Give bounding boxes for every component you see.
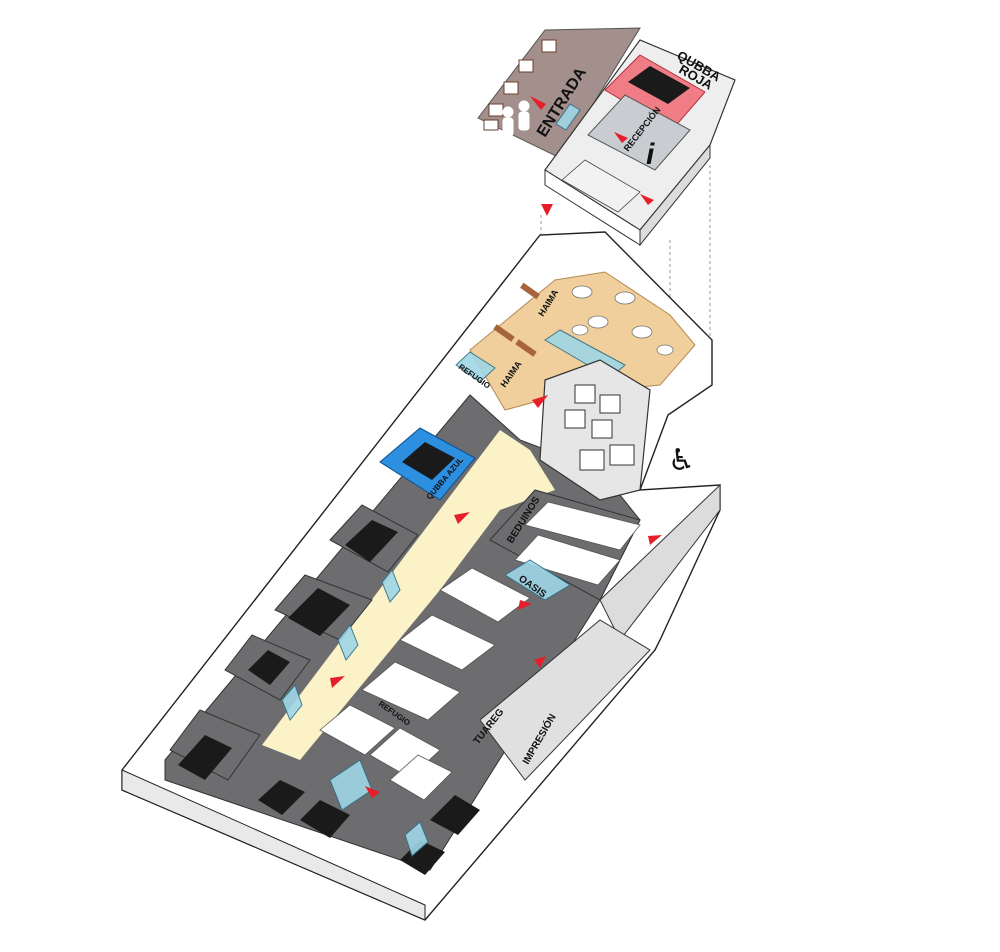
desk-1 [345, 520, 398, 562]
glass-2 [337, 624, 359, 661]
desk-8 [430, 795, 480, 835]
arrow-reception [614, 132, 628, 143]
oasis-room [504, 559, 571, 601]
desk-3 [248, 650, 290, 685]
pedestrians-icon [502, 100, 530, 137]
arrow-2 [454, 512, 470, 524]
glass-1 [381, 569, 401, 603]
haima-benches [493, 282, 540, 357]
desk-2 [288, 588, 350, 636]
info-icon: i [646, 138, 655, 171]
arrow-3 [518, 600, 532, 610]
arrow-4 [534, 656, 546, 668]
haima-lounge [469, 271, 696, 411]
beduinos-desks [514, 501, 641, 586]
reception-area [587, 94, 691, 171]
haima-tables [571, 285, 674, 356]
glass-3 [281, 684, 303, 721]
arrow-7 [365, 786, 380, 798]
arrow-entrance [530, 96, 546, 110]
left-offices [169, 504, 419, 781]
arrow-5 [648, 535, 662, 545]
entrance-glass [555, 103, 581, 131]
arrow-stairs [640, 194, 654, 205]
front-wall-face [121, 769, 426, 921]
right-corridor [599, 483, 721, 641]
desk-4 [178, 735, 232, 780]
arrow-1 [532, 395, 548, 408]
entrance-building-side [639, 143, 711, 247]
desk-6 [300, 800, 350, 838]
qubba-roja-table [628, 66, 690, 104]
refugio-1-booth [455, 351, 496, 383]
core-cells [564, 384, 635, 471]
glass-5 [404, 821, 429, 857]
qubba-azul-table [402, 442, 455, 480]
arrow-6 [330, 676, 345, 688]
desk-5 [258, 780, 305, 815]
circulation-arrows [330, 395, 662, 798]
bottom-offices [258, 759, 480, 875]
terrace-tables [483, 39, 557, 131]
wheelchair-icon: ♿ [668, 444, 695, 477]
print-room [479, 619, 651, 781]
arrow-down [541, 204, 553, 216]
upper-level: ENTRADA QUBBA ROJA RECEPCIÓN i [477, 27, 736, 400]
stair-down [561, 159, 641, 213]
open-desks [319, 567, 531, 801]
lower-level: HAIMA HAIMA REFUGIO QUBBA AZUL BEDUINOS … [121, 231, 721, 921]
